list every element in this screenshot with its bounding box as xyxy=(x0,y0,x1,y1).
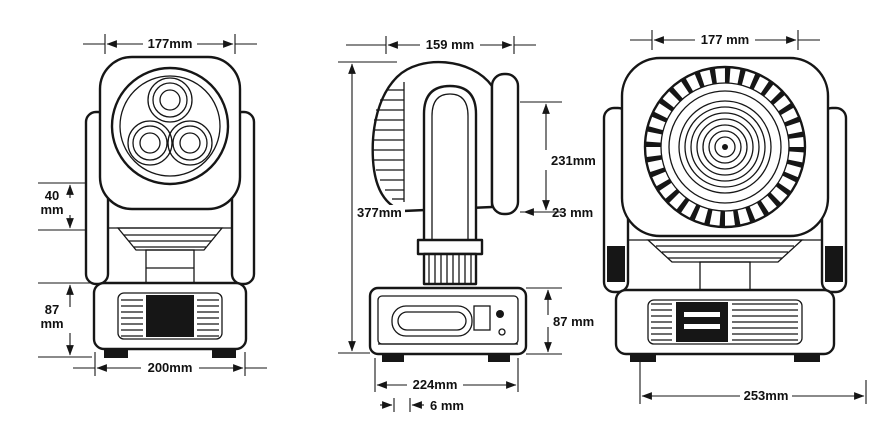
dim-side-head-depth: 159 mm xyxy=(426,37,474,52)
dim-front-base-height-value: 87 xyxy=(45,302,59,317)
dim-rear-overall-width: 253mm xyxy=(744,388,789,403)
front-dimensions: 177mm 40 mm 87 mm 200mm xyxy=(38,34,267,376)
side-base xyxy=(368,286,528,362)
dim-side-head-height: 231mm xyxy=(551,153,596,168)
ribbed-ring xyxy=(645,67,805,227)
side-yoke-arm xyxy=(416,84,484,286)
dim-side-base-height: 87 mm xyxy=(553,314,594,329)
dim-side-total-height: 377mm xyxy=(357,205,402,220)
dim-front-base-width: 200mm xyxy=(148,360,193,375)
front-yoke-crossbar xyxy=(108,227,232,284)
dim-front-yoke-gap-unit: mm xyxy=(40,202,63,217)
rear-yoke-crossbar xyxy=(628,239,822,291)
side-view: 159 mm 377mm 231mm 23 mm 87 mm 224mm xyxy=(338,36,596,413)
carry-handle xyxy=(391,305,473,337)
lens-bottom-left xyxy=(127,120,173,166)
rear-dimensions: 177 mm 253mm xyxy=(630,30,867,404)
dim-side-foot-height: 6 mm xyxy=(430,398,464,413)
dim-front-base-height-unit: mm xyxy=(40,316,63,331)
display-panel xyxy=(676,302,728,342)
lens-bottom-right xyxy=(167,120,213,166)
front-head xyxy=(98,55,242,211)
front-base xyxy=(92,281,248,358)
lens-top xyxy=(147,77,193,123)
side-dimensions: 159 mm 377mm 231mm 23 mm 87 mm 224mm xyxy=(338,36,596,413)
latch xyxy=(473,305,491,331)
side-lens-bezel xyxy=(490,72,520,216)
dim-side-lens-offset: 23 mm xyxy=(552,205,593,220)
dim-front-head-width: 177mm xyxy=(148,36,193,51)
fresnel-lens xyxy=(678,100,772,194)
front-view: 177mm 40 mm 87 mm 200mm xyxy=(38,34,267,376)
rear-head xyxy=(620,56,830,238)
rear-base xyxy=(614,288,836,362)
dim-side-base-depth: 224mm xyxy=(413,377,458,392)
dim-rear-head-width: 177 mm xyxy=(701,32,749,47)
dim-front-yoke-gap-value: 40 xyxy=(45,188,59,203)
lens-bezel xyxy=(668,90,782,204)
lens-front-view: 177 mm 253mm xyxy=(602,30,867,404)
